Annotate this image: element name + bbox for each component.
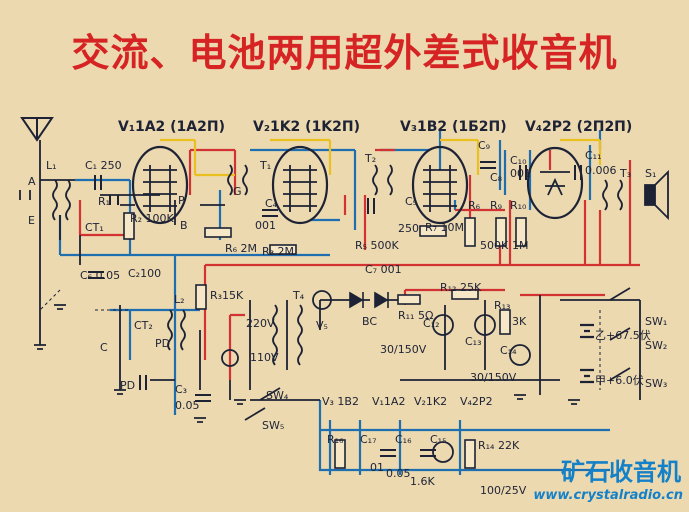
voltage-30-150-a: 30/150V	[380, 343, 427, 356]
tube-v2-label: V₂1K2 (1K2П)	[253, 119, 361, 135]
cap-c1-label: C₁ 250	[85, 159, 122, 172]
cap-c8-label: C₈	[490, 171, 503, 184]
res-r3-label: R₃ 2M	[262, 245, 295, 258]
tube-v1-label: V₁1A2 (1A2П)	[118, 119, 225, 135]
padder-pd1-label: PD	[155, 337, 171, 350]
res-r13-label: R₁₃	[494, 299, 511, 312]
tube-v3-label: V₃1B2 (1Б2П)	[400, 119, 507, 135]
tube-v4-label: V₄2P2 (2П2П)	[525, 119, 633, 135]
res-r14-label: R₁₄ 22K	[478, 439, 520, 452]
res-r1-label: R₁	[98, 195, 111, 208]
cap-c16-value: 0.05	[386, 467, 411, 480]
res-r2-label: R₂ 100K	[130, 212, 174, 225]
res-r6b-label: R₆	[468, 199, 481, 212]
cap-c17-value: 01	[370, 461, 384, 474]
cap-c10-value: 001	[510, 167, 531, 180]
antenna-a-label: A	[28, 175, 36, 188]
res-r6-label: R₆ 2M	[225, 242, 258, 255]
cap-c10-label: C₁₀	[510, 154, 527, 167]
speaker-s1-label: S₁	[645, 167, 657, 180]
transformer-t4-label: T₄	[293, 289, 305, 302]
tuning-cap-c-label: C	[100, 341, 108, 354]
mains-110v-label: 110V	[250, 351, 279, 364]
earth-e-label: E	[28, 214, 35, 227]
cap-c6-label: C₆ 0.05	[80, 269, 121, 282]
res-r11-label: R₁₁ 5Ω	[398, 309, 434, 322]
cap-c12-label: C₁₂	[423, 317, 440, 330]
res-r9-value: 500K	[480, 239, 509, 252]
transformer-t2-label: T₂	[365, 152, 377, 165]
transformer-t3-label: T₃	[620, 167, 632, 180]
res-r12-label: R₁₂ 25K	[440, 281, 482, 294]
res-r16-value: 1.6K	[410, 475, 435, 488]
pin-g-v2: G	[233, 185, 242, 198]
cap-c3-value: 0.05	[175, 399, 200, 412]
switch-sw3-label: SW₃	[645, 377, 668, 390]
cap-c5-value: 250	[398, 222, 419, 235]
cap-c4-value: 001	[255, 219, 276, 232]
voltage-30-150-b: 30/150V	[470, 371, 517, 384]
cap-100-25v-label: 100/25V	[480, 484, 527, 497]
res-r10-value: 1M	[512, 239, 529, 252]
cap-c15-label: C₁₅	[430, 433, 447, 446]
filament-v1-label: V₁1A2	[372, 395, 406, 408]
watermark-logo: 矿石收音机	[561, 458, 681, 486]
switch-sw1-label: SW₁	[645, 315, 668, 328]
coil-l2-label: L₂	[174, 293, 185, 306]
switch-sw5-label: SW₅	[262, 419, 285, 432]
cap-c9-label: C₉	[478, 139, 491, 152]
selenium-bc-label: BC	[362, 315, 378, 328]
rectifier-v5-label: V₅	[316, 319, 328, 332]
cap-c14-label: C₁₄	[500, 344, 517, 357]
page-title: 交流、电池两用超外差式收音机	[71, 31, 618, 75]
cap-c5-label: C₅	[405, 195, 418, 208]
res-r13-value: 3K	[512, 315, 527, 328]
padder-pd2-label: PD	[120, 379, 136, 392]
switch-sw4-label: SW₄	[266, 389, 289, 402]
cap-c13-label: C₁₃	[465, 335, 482, 348]
filament-v4-label: V₄2P2	[460, 395, 493, 408]
res-r15k-label: R₃15K	[210, 289, 244, 302]
filament-v3-label: V₃ 1B2	[322, 395, 359, 408]
battery-b-label: 乙+67.5伏	[595, 329, 651, 342]
pin-p-v1: P	[178, 194, 185, 207]
cap-c4-label: C₄	[265, 197, 278, 210]
cap-c3-label: C₃	[175, 383, 188, 396]
cap-c17-label: C₁₇	[360, 433, 377, 446]
cap-c11-label: C₁₁	[585, 149, 602, 162]
switch-sw2-label: SW₂	[645, 339, 668, 352]
cap-c2-label: C₂100	[128, 267, 162, 280]
pin-b-v1: B	[180, 219, 188, 232]
res-r9-label: R₉	[490, 199, 503, 212]
res-r7-label: R₇ 10M	[425, 221, 465, 234]
cap-c7-label: C₇ 001	[365, 263, 402, 276]
res-r5-label: R₅ 500K	[355, 239, 399, 252]
res-r10-label: R₁₀	[510, 199, 527, 212]
cap-c16-label: C₁₆	[395, 433, 412, 446]
watermark-url: www.crystalradio.cn	[533, 488, 683, 503]
transformer-t1-label: T₁	[260, 159, 272, 172]
coil-l1-label: L₁	[46, 159, 57, 172]
filament-v2-label: V₂1K2	[414, 395, 448, 408]
res-r16-label: R₁₆	[327, 433, 344, 446]
battery-a-label: 甲+6.0伏	[595, 374, 644, 387]
cap-c11-value: 0.006	[585, 164, 617, 177]
mains-220v-label: 220V	[246, 317, 275, 330]
trimmer-ct2-label: CT₂	[134, 319, 153, 332]
trimmer-ct1-label: CT₁	[85, 221, 104, 234]
